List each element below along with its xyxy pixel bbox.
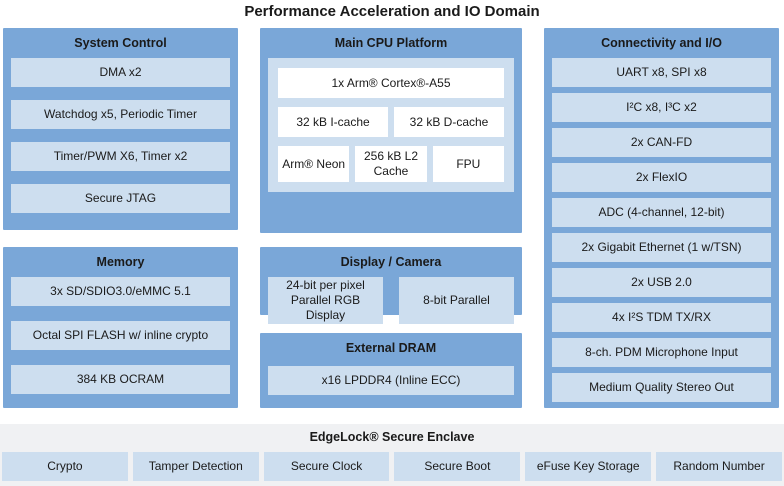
secure-enclave-items: Crypto Tamper Detection Secure Clock Sec… <box>2 452 782 481</box>
block-item-watchdog: Watchdog x5, Periodic Timer <box>11 100 230 129</box>
block-item-usb: 2x USB 2.0 <box>552 268 771 297</box>
block-item-fpu: FPU <box>432 146 504 182</box>
block-item-secure-jtag: Secure JTAG <box>11 184 230 213</box>
secure-enclave-bar: EdgeLock® Secure Enclave Crypto Tamper D… <box>0 424 784 486</box>
block-item-stereo-out: Medium Quality Stereo Out <box>552 373 771 402</box>
block-item-flexio: 2x FlexIO <box>552 163 771 192</box>
block-item-tamper-detection: Tamper Detection <box>132 452 259 481</box>
display-camera-box: Display / Camera 24-bit per pixel Parall… <box>260 247 522 324</box>
main-cpu-platform-title: Main CPU Platform <box>334 36 448 50</box>
external-dram-box: External DRAM x16 LPDDR4 (Inline ECC) <box>260 333 522 408</box>
block-item-secure-clock: Secure Clock <box>263 452 390 481</box>
block-item-can-fd: 2x CAN-FD <box>552 128 771 157</box>
block-item-efuse-key-storage: eFuse Key Storage <box>525 452 652 481</box>
display-camera-title: Display / Camera <box>340 255 442 269</box>
connectivity-io-box: Connectivity and I/O UART x8, SPI x8 I²C… <box>544 28 779 408</box>
block-item-dma: DMA x2 <box>11 58 230 87</box>
block-item-i2c-i3c: I²C x8, I³C x2 <box>552 93 771 122</box>
main-cpu-platform-box: Main CPU Platform 1x Arm® Cortex®-A55 32… <box>260 28 522 233</box>
memory-title: Memory <box>96 255 145 269</box>
block-item-sd-emmc: 3x SD/SDIO3.0/eMMC 5.1 <box>11 277 230 306</box>
block-item-adc: ADC (4-channel, 12-bit) <box>552 198 771 227</box>
system-control-box: System Control DMA x2 Watchdog x5, Perio… <box>3 28 238 230</box>
cpu-units-row: Arm® Neon 256 kB L2 Cache FPU <box>278 146 504 182</box>
block-item-crypto: Crypto <box>2 452 128 481</box>
block-item-icache: 32 kB I-cache <box>278 107 388 137</box>
block-item-l2-cache: 256 kB L2 Cache <box>355 146 427 182</box>
column-middle: Main CPU Platform 1x Arm® Cortex®-A55 32… <box>260 28 522 408</box>
cpu-cache-row: 32 kB I-cache 32 kB D-cache <box>278 107 504 137</box>
block-item-gigabit-ethernet: 2x Gigabit Ethernet (1 w/TSN) <box>552 233 771 262</box>
column-right: Connectivity and I/O UART x8, SPI x8 I²C… <box>544 28 779 408</box>
block-item-neon: Arm® Neon <box>278 146 350 182</box>
block-item-octal-spi: Octal SPI FLASH w/ inline crypto <box>11 321 230 350</box>
block-item-parallel-rgb: 24-bit per pixel Parallel RGB Display <box>268 277 383 324</box>
block-item-random-number: Random Number <box>656 452 782 481</box>
display-camera-row: 24-bit per pixel Parallel RGB Display 8-… <box>268 277 514 324</box>
block-item-lpddr4: x16 LPDDR4 (Inline ECC) <box>268 366 514 395</box>
block-item-timer-pwm: Timer/PWM X6, Timer x2 <box>11 142 230 171</box>
external-dram-title: External DRAM <box>345 341 437 355</box>
block-item-ocram: 384 KB OCRAM <box>11 365 230 394</box>
memory-box: Memory 3x SD/SDIO3.0/eMMC 5.1 Octal SPI … <box>3 247 238 408</box>
block-item-cortex-a55: 1x Arm® Cortex®-A55 <box>278 68 504 98</box>
block-item-8bit-parallel: 8-bit Parallel <box>399 277 514 324</box>
block-item-pdm-mic: 8-ch. PDM Microphone Input <box>552 338 771 367</box>
page-title: Performance Acceleration and IO Domain <box>244 3 540 20</box>
block-item-uart-spi: UART x8, SPI x8 <box>552 58 771 87</box>
column-left: System Control DMA x2 Watchdog x5, Perio… <box>3 28 238 408</box>
cpu-core-row: 1x Arm® Cortex®-A55 <box>278 68 504 98</box>
secure-enclave-title: EdgeLock® Secure Enclave <box>309 430 475 444</box>
block-item-secure-boot: Secure Boot <box>394 452 521 481</box>
cpu-inner-container: 1x Arm® Cortex®-A55 32 kB I-cache 32 kB … <box>268 58 514 192</box>
diagram-main: System Control DMA x2 Watchdog x5, Perio… <box>0 24 784 408</box>
block-item-i2s-tdm: 4x I²S TDM TX/RX <box>552 303 771 332</box>
block-item-dcache: 32 kB D-cache <box>394 107 504 137</box>
connectivity-io-title: Connectivity and I/O <box>601 36 722 50</box>
system-control-title: System Control <box>74 36 167 50</box>
